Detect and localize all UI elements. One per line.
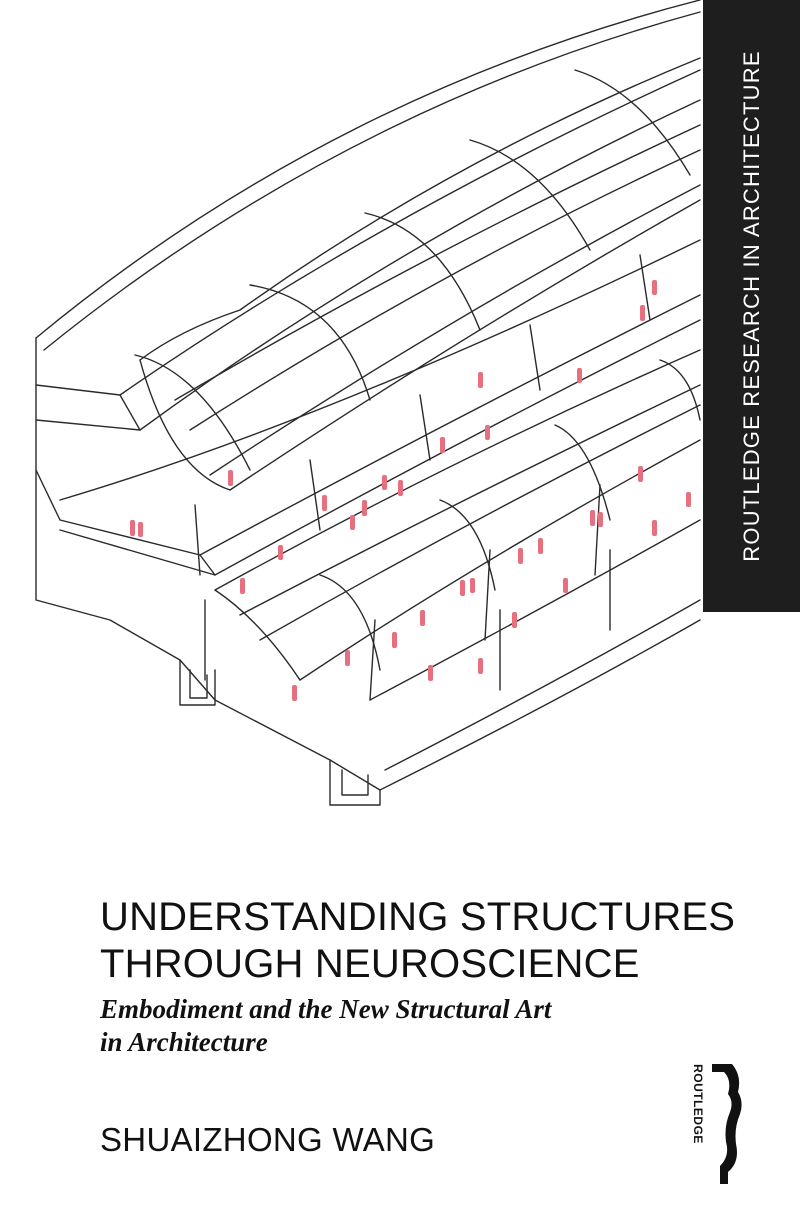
- book-title: UNDERSTANDING STRUCTURES THROUGH NEUROSC…: [100, 894, 760, 988]
- series-label-text: ROUTLEDGE RESEARCH IN ARCHITECTURE: [738, 50, 764, 562]
- subtitle-line-1: Embodiment and the New Structural Art: [100, 994, 552, 1024]
- title-line-2: THROUGH NEUROSCIENCE: [100, 942, 640, 986]
- series-band: [703, 0, 800, 612]
- author-name: SHUAIZHONG WANG: [100, 1121, 436, 1158]
- axonometric-station-drawing: [35, 0, 701, 806]
- subtitle-line-2: in Architecture: [100, 1027, 268, 1057]
- book-subtitle: Embodiment and the New Structural Art in…: [100, 993, 580, 1059]
- title-line-1: UNDERSTANDING STRUCTURES: [100, 895, 736, 939]
- people-figures: [130, 280, 691, 701]
- publisher-name-text: ROUTLEDGE: [691, 1064, 705, 1144]
- routledge-logo-icon: [712, 1064, 742, 1184]
